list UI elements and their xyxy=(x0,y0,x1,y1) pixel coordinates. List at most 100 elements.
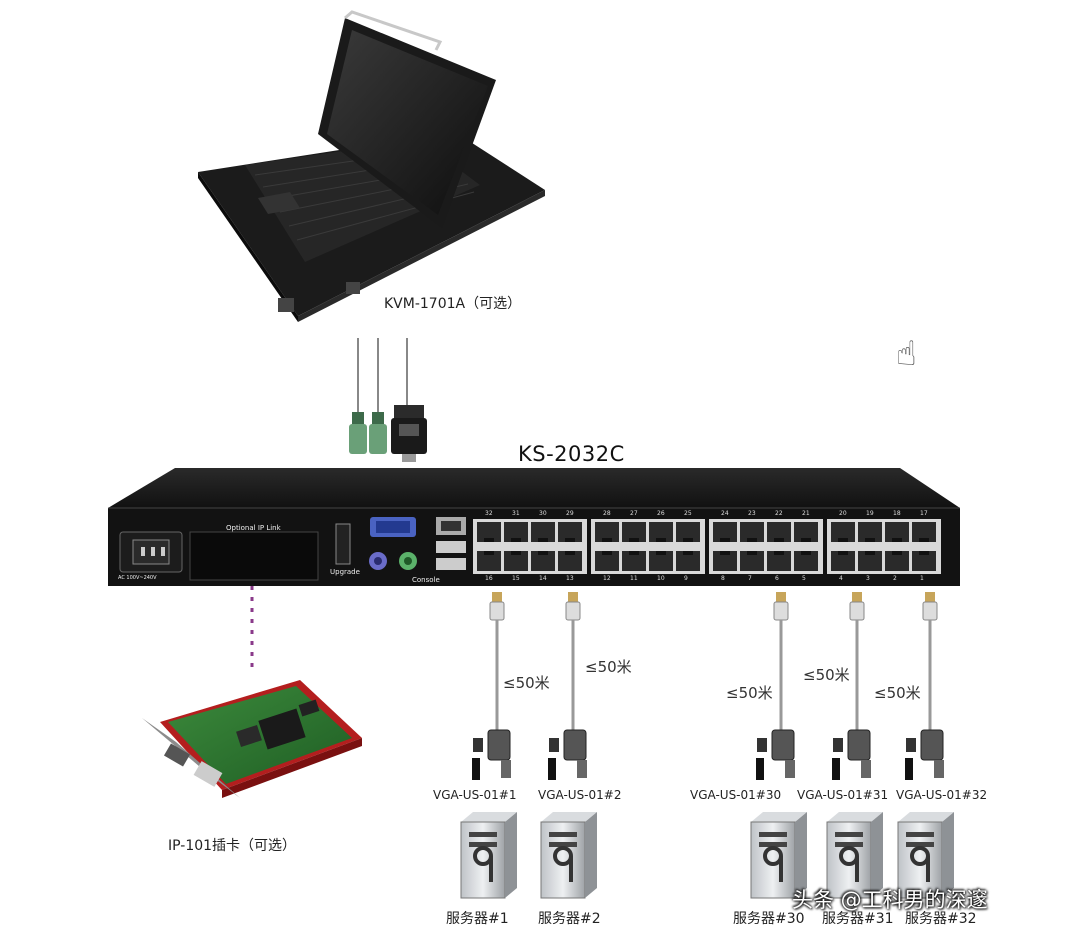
rj45-port xyxy=(676,551,700,571)
rj45-port xyxy=(831,522,855,542)
port-number-bottom: 7 xyxy=(748,575,752,582)
rj45-port-groups xyxy=(473,519,941,574)
port-number-top: 19 xyxy=(866,510,874,517)
rj45-plug xyxy=(568,592,578,602)
rj45-port-clip xyxy=(865,538,875,542)
rj45-port xyxy=(595,522,619,542)
port-number-bottom: 5 xyxy=(802,575,806,582)
port-number-top: 23 xyxy=(748,510,756,517)
port-number-top: 28 xyxy=(603,510,611,517)
rj45-plug xyxy=(925,592,935,602)
rj45-port-clip xyxy=(629,538,639,542)
adapter-connector xyxy=(577,760,587,778)
port-number-bottom: 4 xyxy=(839,575,843,582)
server-drive-bay xyxy=(906,832,934,837)
rj45-port-clip xyxy=(720,538,730,542)
adapter-label: VGA-US-01#2 xyxy=(538,788,622,802)
server-name-label: 服务器#32 xyxy=(905,911,977,927)
server-logo-mark xyxy=(473,846,494,882)
rj45-port-clip xyxy=(838,538,848,542)
rj45-port xyxy=(794,522,818,542)
port-number-top: 20 xyxy=(839,510,847,517)
port-number-bottom: 6 xyxy=(775,575,779,582)
rj45-plug-boot xyxy=(849,601,865,621)
watermark: 头条 @工科男的深邃 xyxy=(792,888,988,912)
rj45-plug-boot xyxy=(773,601,789,621)
port-number-bottom: 13 xyxy=(566,575,574,582)
server-drive-bay xyxy=(469,832,497,837)
rj45-port-clip xyxy=(801,551,811,555)
rj45-port-clip xyxy=(747,551,757,555)
server-tower-top xyxy=(827,812,883,822)
usb-plug xyxy=(832,758,840,780)
cable-length-label: ≤50米 xyxy=(803,666,850,684)
rj45-port xyxy=(504,551,528,571)
rj45-port-clip xyxy=(919,538,929,542)
port-number-top: 17 xyxy=(920,510,928,517)
server-name-label: 服务器#2 xyxy=(538,911,601,927)
vga-usb-adapter xyxy=(487,729,511,761)
rj45-port-clip xyxy=(720,551,730,555)
port-number-top: 18 xyxy=(893,510,901,517)
rj45-port-clip xyxy=(565,538,575,542)
vga-plug xyxy=(549,738,559,752)
rj45-plug xyxy=(852,592,862,602)
rj45-port xyxy=(858,551,882,571)
port-number-top: 24 xyxy=(721,510,729,517)
rj45-port xyxy=(558,551,582,571)
server-tower-side xyxy=(505,812,517,898)
rj45-port xyxy=(622,522,646,542)
rj45-port xyxy=(713,551,737,571)
server-name-label: 服务器#1 xyxy=(446,911,509,927)
server-logo-mark xyxy=(839,846,860,882)
rj45-port xyxy=(622,551,646,571)
server-tower-side xyxy=(585,812,597,898)
server-tower-top xyxy=(461,812,517,822)
port-number-top: 27 xyxy=(630,510,638,517)
rj45-port xyxy=(912,551,936,571)
rj45-port xyxy=(649,551,673,571)
rj45-port-clip xyxy=(774,551,784,555)
rj45-port-clip xyxy=(774,538,784,542)
rj45-port xyxy=(885,551,909,571)
rj45-port xyxy=(504,522,528,542)
rj45-port xyxy=(831,551,855,571)
rj45-port-clip xyxy=(484,538,494,542)
rj45-port xyxy=(767,551,791,571)
rj45-port xyxy=(740,551,764,571)
rj45-port xyxy=(595,551,619,571)
adapter-connector xyxy=(861,760,871,778)
server-groups xyxy=(460,592,954,899)
adapter-connector xyxy=(934,760,944,778)
server-drive-bay xyxy=(835,832,863,837)
rj45-port xyxy=(649,522,673,542)
rj45-port-clip xyxy=(511,551,521,555)
rj45-port-clip xyxy=(511,538,521,542)
port-number-top: 25 xyxy=(684,510,692,517)
port-number-bottom: 1 xyxy=(920,575,924,582)
upgrade-port-label: Upgrade xyxy=(330,568,360,576)
port-number-top: 31 xyxy=(512,510,520,517)
port-number-bottom: 8 xyxy=(721,575,725,582)
vga-plug xyxy=(833,738,843,752)
port-number-top: 26 xyxy=(657,510,665,517)
rj45-port-clip xyxy=(801,538,811,542)
adapter-label: VGA-US-01#32 xyxy=(896,788,988,802)
adapter-connector xyxy=(785,760,795,778)
rj45-port-clip xyxy=(683,538,693,542)
rj45-port xyxy=(477,522,501,542)
server-tower-top xyxy=(751,812,807,822)
rj45-port-clip xyxy=(602,551,612,555)
rj45-port xyxy=(676,522,700,542)
rj45-plug xyxy=(492,592,502,602)
rj45-port xyxy=(885,522,909,542)
hand-pointer-icon: ☝ xyxy=(896,334,917,374)
rj45-port xyxy=(477,551,501,571)
usb-plug xyxy=(756,758,764,780)
rj45-port-clip xyxy=(538,538,548,542)
kvm-console-label: KVM-1701A（可选） xyxy=(384,296,522,312)
rj45-port xyxy=(794,551,818,571)
adapter-label: VGA-US-01#1 xyxy=(433,788,517,802)
rj45-port-clip xyxy=(865,551,875,555)
